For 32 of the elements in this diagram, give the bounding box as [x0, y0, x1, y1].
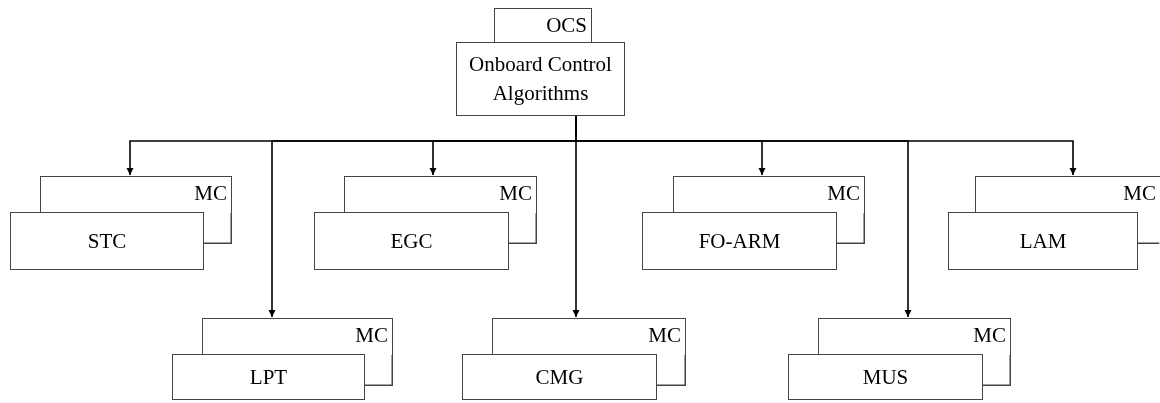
module-box	[948, 212, 1138, 270]
module-frame	[975, 176, 1160, 213]
module-box	[462, 354, 657, 400]
module-frame	[202, 318, 393, 355]
module-label: LPT	[249, 363, 288, 391]
module-label: EGC	[390, 227, 433, 255]
module-frame	[344, 176, 537, 213]
module-frame	[673, 176, 865, 213]
module-box	[456, 42, 625, 116]
module-label: FO-ARM	[698, 227, 781, 255]
module-label: LAM	[1019, 227, 1067, 255]
module-frame	[818, 318, 1011, 355]
module-tag: MC	[355, 319, 392, 350]
module-frame	[40, 176, 232, 213]
module-label: CMG	[535, 363, 584, 391]
module-box	[642, 212, 837, 270]
module-tag: MC	[827, 177, 864, 208]
module-box	[788, 354, 983, 400]
module-tag: MC	[1123, 177, 1160, 208]
module-label: STC	[87, 227, 127, 255]
module-tag: OCS	[546, 9, 591, 40]
module-tag: MC	[648, 319, 685, 350]
module-frame	[492, 318, 686, 355]
module-frame	[494, 8, 592, 43]
module-box	[314, 212, 509, 270]
module-box	[10, 212, 204, 270]
module-tag: MC	[194, 177, 231, 208]
module-label: Onboard Control Algorithms	[468, 51, 613, 107]
module-tag: MC	[973, 319, 1010, 350]
module-tag: MC	[499, 177, 536, 208]
module-label: MUS	[862, 363, 909, 391]
module-box	[172, 354, 365, 400]
